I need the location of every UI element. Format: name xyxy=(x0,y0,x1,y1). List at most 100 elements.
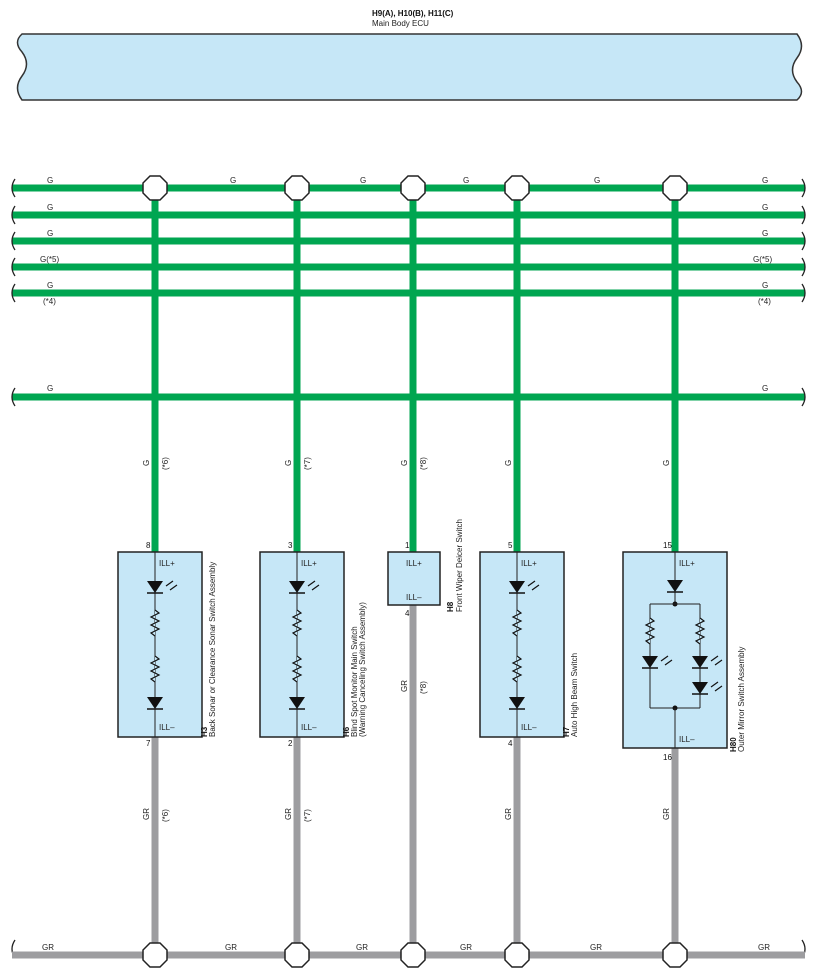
bottom-splice-points xyxy=(142,942,688,968)
led-icon xyxy=(667,580,683,592)
bus-label: G xyxy=(594,176,600,185)
pin-top: 15 xyxy=(663,541,672,550)
ill-plus-label: ILL+ xyxy=(406,559,422,568)
green-vertical-wires xyxy=(151,188,679,552)
component-code: H80 xyxy=(729,737,738,752)
bus-label: G xyxy=(230,176,236,185)
ill-plus-label: ILL+ xyxy=(521,559,537,568)
bus-label: G xyxy=(762,229,768,238)
bus-label: G xyxy=(47,229,53,238)
ecu-block xyxy=(16,33,803,101)
svg-text:GR: GR xyxy=(42,943,54,952)
bus-label: G xyxy=(762,281,768,290)
component-name: Back Sonar or Clearance Sonar Switch Ass… xyxy=(208,562,217,737)
splice-point xyxy=(504,942,530,968)
component-h3: 8 7 ILL+ ILL– H3 Back Sonar or Clearance… xyxy=(117,541,217,748)
svg-text:GR: GR xyxy=(504,808,513,820)
resistor-icon xyxy=(511,609,523,637)
bus-label: G xyxy=(762,384,768,393)
top-wire-labels: G (*6) G (*7) G (*8) G G xyxy=(142,457,671,470)
ill-plus-label: ILL+ xyxy=(159,559,175,568)
pin-top: 3 xyxy=(288,541,293,550)
ill-minus-label: ILL– xyxy=(521,723,537,732)
bus-label: G xyxy=(47,384,53,393)
gray-vertical-wires xyxy=(151,605,679,955)
ground-bus-labels: GR GR GR GR GR GR xyxy=(42,943,770,952)
component-h7: 5 4 ILL+ ILL– H7 Auto High Beam Switch xyxy=(479,541,579,748)
component-name: Front Wiper Deicer Switch xyxy=(455,519,464,612)
bus-end-brackets xyxy=(11,178,806,959)
svg-text:G: G xyxy=(284,460,293,466)
svg-text:GR: GR xyxy=(142,808,151,820)
diode-icon xyxy=(289,697,305,709)
splice-point xyxy=(662,175,688,201)
pin-top: 5 xyxy=(508,541,513,550)
svg-text:GR: GR xyxy=(662,808,671,820)
bus-labels: G G G G G G G G G G G(*5) G(*5) G (*4) G… xyxy=(40,176,772,393)
component-code: H6 xyxy=(342,726,351,737)
resistor-icon xyxy=(511,655,523,683)
svg-text:(*7): (*7) xyxy=(303,809,312,822)
pin-top: 8 xyxy=(146,541,151,550)
svg-text:GR: GR xyxy=(460,943,472,952)
component-code: H3 xyxy=(200,726,209,737)
svg-text:GR: GR xyxy=(400,680,409,692)
svg-text:GR: GR xyxy=(284,808,293,820)
resistor-icon xyxy=(694,617,706,645)
pin-bottom: 7 xyxy=(146,739,151,748)
bus-label: G xyxy=(463,176,469,185)
pin-bottom: 2 xyxy=(288,739,293,748)
splice-point xyxy=(662,942,688,968)
led-icon xyxy=(509,581,525,593)
top-splice-points xyxy=(142,175,688,201)
svg-text:(*6): (*6) xyxy=(161,457,170,470)
resistor-icon xyxy=(644,617,656,645)
resistor-icon xyxy=(291,655,303,683)
splice-point xyxy=(142,942,168,968)
svg-text:GR: GR xyxy=(590,943,602,952)
pin-bottom: 16 xyxy=(663,753,672,762)
component-h8: 1 4 ILL+ ILL– H8 Front Wiper Deicer Swit… xyxy=(387,519,464,618)
diode-icon xyxy=(509,697,525,709)
component-h80: 15 16 ILL+ ILL– H80 Outer Mirror Switch … xyxy=(622,541,746,762)
splice-point xyxy=(504,175,530,201)
resistor-icon xyxy=(291,609,303,637)
component-name-secondary: (Warning Canceling Switch Assembly) xyxy=(358,602,367,737)
diode-icon xyxy=(147,697,163,709)
bus-note: (*4) xyxy=(43,297,56,306)
resistor-icon xyxy=(149,609,161,637)
bus-label: G xyxy=(762,176,768,185)
ill-minus-label: ILL– xyxy=(406,593,422,602)
led-icon xyxy=(692,682,708,694)
ill-minus-label: ILL– xyxy=(301,723,317,732)
splice-point xyxy=(284,942,310,968)
led-icon xyxy=(289,581,305,593)
svg-text:(*7): (*7) xyxy=(303,457,312,470)
pin-top: 1 xyxy=(405,541,410,550)
bus-label: G(*5) xyxy=(753,255,772,264)
pin-bottom: 4 xyxy=(508,739,513,748)
svg-text:(*8): (*8) xyxy=(419,681,428,694)
svg-text:(*6): (*6) xyxy=(161,809,170,822)
ecu-connectors: H9(A), H10(B), H11(C) xyxy=(372,9,454,18)
svg-text:G: G xyxy=(142,460,151,466)
component-name: Outer Mirror Switch Assembly xyxy=(737,647,746,752)
resistor-icon xyxy=(149,655,161,683)
led-icon xyxy=(147,581,163,593)
ill-plus-label: ILL+ xyxy=(679,559,695,568)
component-name: Auto High Beam Switch xyxy=(570,653,579,737)
svg-text:GR: GR xyxy=(758,943,770,952)
bus-label: G(*5) xyxy=(40,255,59,264)
svg-text:G: G xyxy=(400,460,409,466)
svg-text:GR: GR xyxy=(356,943,368,952)
bus-label: G xyxy=(762,203,768,212)
component-code: H7 xyxy=(562,726,571,737)
svg-text:GR: GR xyxy=(225,943,237,952)
component-name: Blind Spot Monitor Main Switch xyxy=(350,626,359,737)
led-icon xyxy=(692,656,708,668)
splice-point xyxy=(400,175,426,201)
green-buses xyxy=(12,184,805,401)
bus-label: G xyxy=(47,176,53,185)
ill-minus-label: ILL– xyxy=(679,735,695,744)
splice-point xyxy=(284,175,310,201)
